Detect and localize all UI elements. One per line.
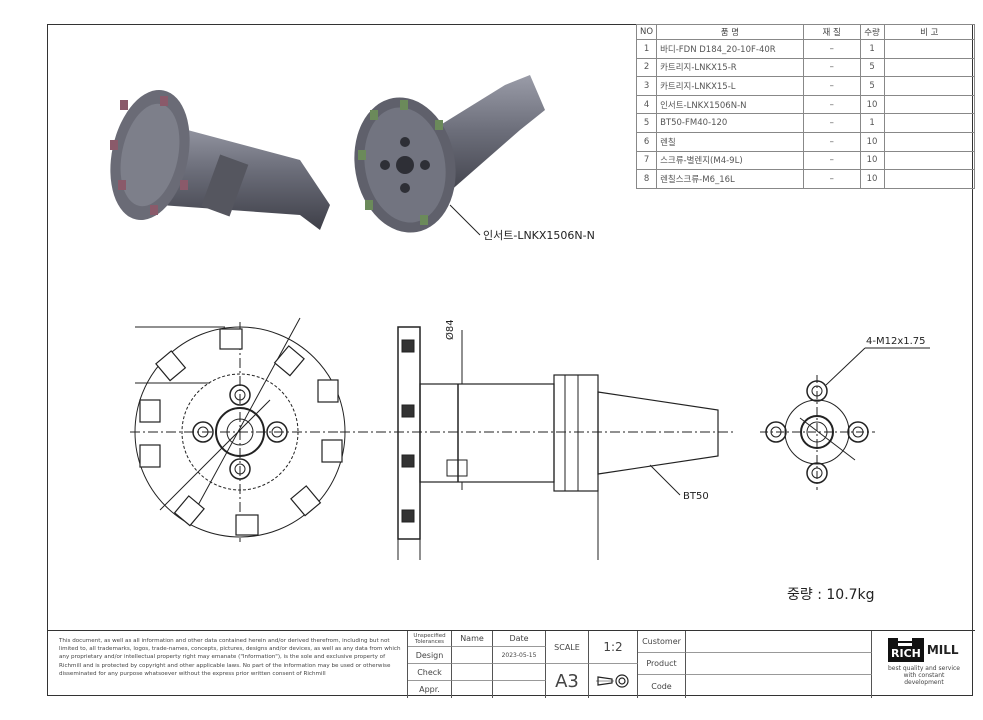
date-header: Date xyxy=(493,631,546,647)
sheet-size: A3 xyxy=(546,664,589,698)
insert-leader-line xyxy=(449,204,481,236)
back-view xyxy=(760,347,930,490)
bom-cell-qty: 10 xyxy=(859,169,885,189)
design-date: 2023-05-15 xyxy=(493,647,546,664)
bom-header: NO 품 명 재 질 수량 비 고 xyxy=(635,24,976,40)
side-view xyxy=(340,326,735,560)
code-label: Code xyxy=(638,675,686,698)
insert-callout-label: 인서트-LNKX1506N-N xyxy=(483,229,595,242)
isometric-view-2 xyxy=(354,75,545,233)
scale-label: SCALE xyxy=(546,631,589,664)
bom-cell-remarks xyxy=(883,169,976,189)
legal-notice: This document, as well as all informatio… xyxy=(59,638,401,677)
product-value xyxy=(686,653,872,675)
projection-symbol-cell xyxy=(589,664,638,698)
drawing-frame xyxy=(47,24,973,696)
approval-label: Appr. xyxy=(408,681,452,698)
design-name-cell xyxy=(452,647,493,664)
code-value xyxy=(686,675,872,698)
logo-tagline: best quality and service with constant d… xyxy=(887,665,960,686)
legal-notice-cell xyxy=(47,631,408,698)
check-date-cell xyxy=(493,664,546,681)
bom-cell-name: 렌칠스크류-M6_16L xyxy=(656,169,804,189)
product-label: Product xyxy=(638,653,686,675)
check-name-cell xyxy=(452,664,493,681)
check-label: Check xyxy=(408,664,452,681)
taper-label: BT50 xyxy=(683,491,709,502)
logo-rich: RICH xyxy=(891,647,921,660)
front-view xyxy=(130,317,350,542)
design-label: Design xyxy=(408,647,452,664)
bom-header-name: 품 명 xyxy=(656,24,804,40)
logo-mill: MILL xyxy=(926,643,959,657)
approval-date-cell xyxy=(493,681,546,698)
title-block: This document, as well as all informatio… xyxy=(47,630,975,698)
customer-label: Customer xyxy=(638,631,686,653)
tolerances-label: Unspecified Tolerances xyxy=(408,631,452,647)
approval-name-cell xyxy=(452,681,493,698)
bom-cell-material: – xyxy=(802,169,861,189)
bom-cell-no: 8 xyxy=(635,169,658,189)
bom-header-remarks: 비 고 xyxy=(883,24,976,40)
customer-value xyxy=(686,631,872,653)
isometric-view-1 xyxy=(110,89,330,230)
third-angle-projection-icon xyxy=(596,674,629,688)
diameter-dimension: Ø84 xyxy=(445,319,456,340)
scale-value: 1:2 xyxy=(589,631,638,664)
weight-label: 중량 : 10.7kg xyxy=(787,587,875,603)
bom-header-no: NO xyxy=(635,24,658,40)
name-header: Name xyxy=(452,631,493,647)
bom-header-qty: 수량 xyxy=(859,24,885,40)
bom-cell-no: 2 xyxy=(635,57,658,78)
thread-callout: 4-M12x1.75 xyxy=(866,336,926,347)
richmill-logo: RICH MILL best quality and service with … xyxy=(888,638,964,686)
